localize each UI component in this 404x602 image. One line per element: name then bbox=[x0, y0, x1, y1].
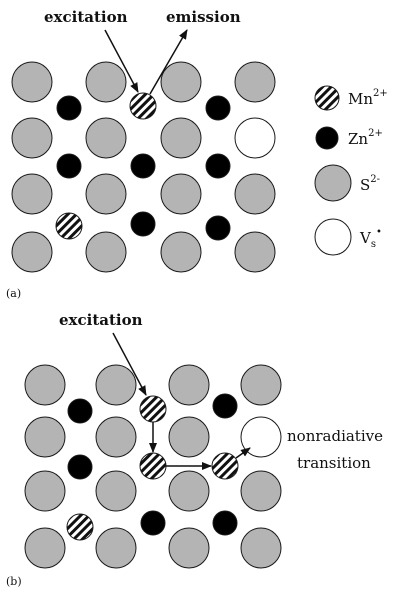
sulfur-ion bbox=[96, 365, 136, 405]
sulfur-ion bbox=[235, 174, 275, 214]
sulfur-ion bbox=[12, 118, 52, 158]
zinc-ion bbox=[57, 154, 81, 178]
emission-label: emission bbox=[166, 8, 241, 26]
zinc-ion bbox=[131, 154, 155, 178]
sulfur-ion bbox=[86, 118, 126, 158]
sulfur-ion bbox=[25, 417, 65, 457]
sulfur-ion bbox=[169, 365, 209, 405]
manganese-ion bbox=[130, 93, 156, 119]
sulfur-swatch bbox=[315, 165, 351, 201]
panel-a-tag: (a) bbox=[6, 287, 21, 300]
zinc-ion bbox=[206, 154, 230, 178]
sulfur-ion bbox=[241, 471, 281, 511]
sulfur-ion bbox=[235, 62, 275, 102]
zinc-ion bbox=[206, 96, 230, 120]
zinc-ion bbox=[68, 399, 92, 423]
zinc-ion bbox=[141, 511, 165, 535]
sulfur-ion bbox=[169, 471, 209, 511]
sulfur-vacancy bbox=[235, 118, 275, 158]
legend-s-label: S2- bbox=[360, 174, 380, 194]
panel-b-tag: (b) bbox=[6, 575, 22, 588]
sulfur-ion bbox=[96, 417, 136, 457]
legend-vs-label: Vs• bbox=[359, 227, 382, 250]
legend-mn-label: Mn2+ bbox=[348, 88, 388, 108]
sulfur-ion bbox=[25, 365, 65, 405]
sulfur-ion bbox=[161, 118, 201, 158]
legend-item-s: S2- bbox=[315, 165, 380, 201]
panel-b: excitation nonradiative transition (b) bbox=[6, 311, 383, 588]
legend-item-zn: Zn2+ bbox=[316, 127, 383, 149]
zinc-swatch bbox=[316, 127, 338, 149]
zinc-ion bbox=[213, 511, 237, 535]
sulfur-ion bbox=[25, 528, 65, 568]
manganese-swatch bbox=[315, 86, 339, 110]
sulfur-ion bbox=[241, 528, 281, 568]
sulfur-ion bbox=[161, 174, 201, 214]
excitation-label: excitation bbox=[44, 8, 128, 26]
sulfur-ion bbox=[86, 174, 126, 214]
legend-item-vs: Vs• bbox=[315, 219, 382, 255]
manganese-ion bbox=[67, 514, 93, 540]
zinc-ion bbox=[68, 455, 92, 479]
manganese-ion bbox=[212, 453, 238, 479]
manganese-ion bbox=[56, 213, 82, 239]
zinc-ion bbox=[131, 212, 155, 236]
sulfur-ion bbox=[235, 232, 275, 272]
sulfur-ion bbox=[12, 232, 52, 272]
nonradiative-arrow bbox=[236, 448, 250, 458]
panel-a: excitation emission (a) bbox=[6, 8, 275, 300]
excitation-label: excitation bbox=[59, 311, 143, 329]
zinc-ion bbox=[206, 216, 230, 240]
legend: Mn2+ Zn2+ S2- Vs• bbox=[315, 86, 388, 255]
legend-item-mn: Mn2+ bbox=[315, 86, 388, 110]
vacancy-swatch bbox=[315, 219, 351, 255]
sulfur-ion bbox=[12, 174, 52, 214]
sulfur-ion bbox=[96, 471, 136, 511]
nonradiative-label-line1: nonradiative bbox=[287, 427, 383, 445]
sulfur-ion bbox=[96, 528, 136, 568]
zinc-ion bbox=[213, 394, 237, 418]
sulfur-ion bbox=[169, 417, 209, 457]
manganese-ion bbox=[140, 453, 166, 479]
legend-zn-label: Zn2+ bbox=[348, 128, 383, 148]
sulfur-ion bbox=[12, 62, 52, 102]
sulfur-ion bbox=[169, 528, 209, 568]
sulfur-ion bbox=[241, 365, 281, 405]
sulfur-ion bbox=[161, 232, 201, 272]
sulfur-ion bbox=[86, 232, 126, 272]
zinc-ion bbox=[57, 96, 81, 120]
sulfur-ion bbox=[25, 471, 65, 511]
sulfur-ion bbox=[161, 62, 201, 102]
manganese-ion bbox=[140, 396, 166, 422]
sulfur-ion bbox=[86, 62, 126, 102]
nonradiative-label-line2: transition bbox=[297, 454, 371, 472]
